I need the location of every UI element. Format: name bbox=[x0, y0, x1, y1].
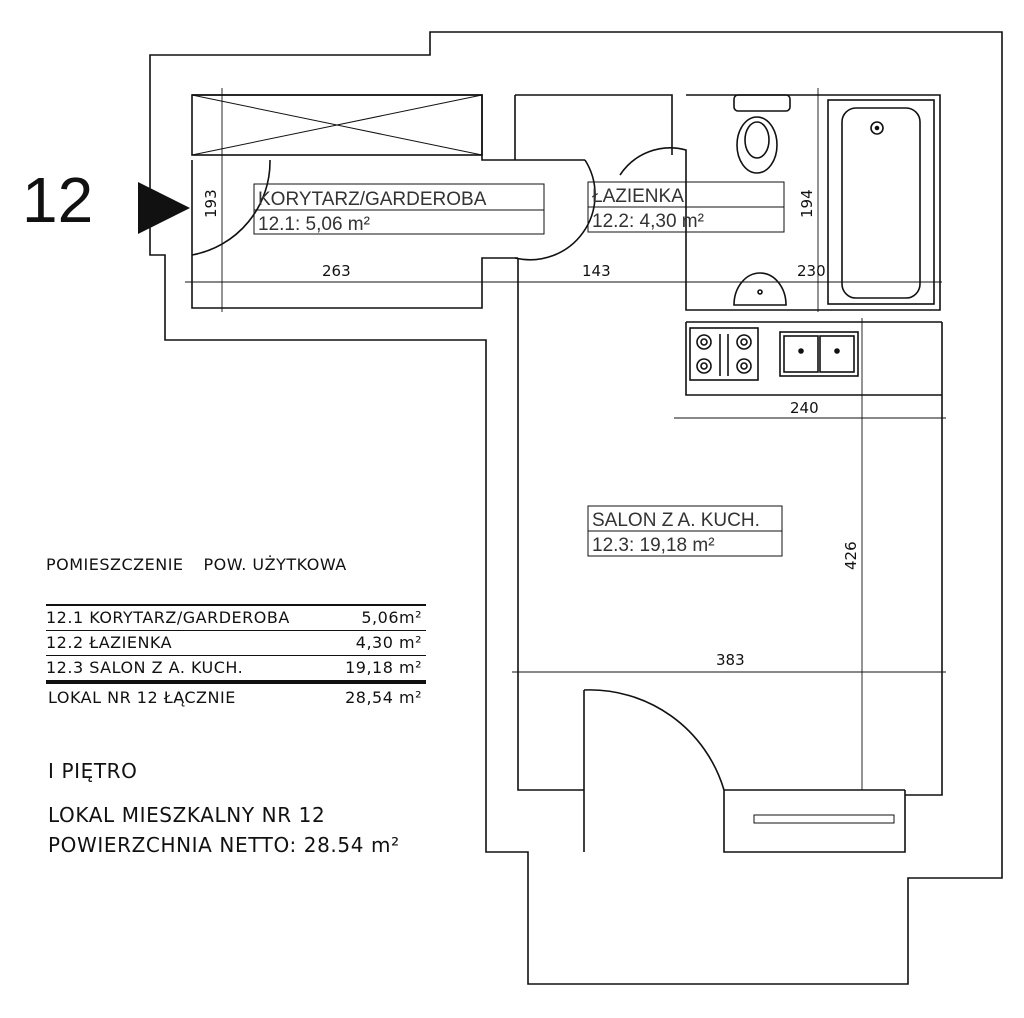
washbasin bbox=[733, 272, 787, 306]
dim-263: 263 bbox=[322, 262, 351, 280]
dim-426: 426 bbox=[842, 541, 860, 570]
net-area: POWIERZCHNIA NETTO: 28.54 m² bbox=[48, 833, 400, 857]
unit-title: LOKAL MIESZKALNY NR 12 bbox=[48, 803, 326, 827]
wardrobe-cross bbox=[191, 94, 483, 156]
salon-west-wall bbox=[517, 258, 584, 791]
dim-193: 193 bbox=[202, 189, 220, 218]
bathtub-drain bbox=[870, 121, 884, 135]
legend-header-area: POW. UŻYTKOWA bbox=[203, 555, 347, 574]
legend-total: LOKAL NR 12 ŁĄCZNIE 28,54 m² bbox=[48, 688, 422, 707]
floor-label: I PIĘTRO bbox=[48, 759, 138, 783]
dim-194: 194 bbox=[798, 189, 816, 218]
bathtub bbox=[827, 99, 935, 305]
unit-info: I PIĘTRO LOKAL MIESZKALNY NR 12 POWIERZC… bbox=[48, 756, 400, 860]
room-area-bathroom: 12.2: 4,30 m² bbox=[592, 211, 704, 232]
area-legend: POMIESZCZENIE POW. UŻYTKOWA 12.1 KORYTAR… bbox=[46, 555, 426, 707]
room-name-bathroom: ŁAZIENKA bbox=[592, 186, 684, 207]
corridor-wall bbox=[192, 94, 585, 161]
bathtub-inner bbox=[841, 107, 921, 299]
dim-143: 143 bbox=[582, 262, 611, 280]
bathroom-walls bbox=[514, 94, 941, 311]
dim-230: 230 bbox=[797, 262, 826, 280]
wardrobe bbox=[191, 94, 483, 156]
legend-row: 12.2 ŁAZIENKA 4,30 m² bbox=[46, 630, 426, 655]
salon-east-wall bbox=[905, 322, 943, 796]
room-name-corridor: KORYTARZ/GARDEROBA bbox=[258, 189, 487, 210]
balcony-door bbox=[583, 689, 906, 853]
room-area-corridor: 12.1: 5,06 m² bbox=[258, 214, 370, 235]
entrance-door bbox=[191, 159, 271, 256]
dim-240: 240 bbox=[790, 399, 819, 417]
corridor-door bbox=[514, 159, 596, 261]
room-area-salon: 12.3: 19,18 m² bbox=[592, 535, 715, 556]
entrance-arrow-icon bbox=[138, 182, 190, 234]
bathroom-door bbox=[619, 147, 687, 245]
outer-wall bbox=[149, 31, 1003, 985]
stove bbox=[689, 327, 759, 381]
kitchen-wall bbox=[685, 321, 942, 396]
kitchen-sink bbox=[779, 331, 859, 377]
dim-383: 383 bbox=[716, 651, 745, 669]
legend-row: 12.1 KORYTARZ/GARDEROBA 5,06m² bbox=[46, 608, 422, 627]
legend-header-room: POMIESZCZENIE bbox=[46, 555, 184, 574]
room-label-box-1 bbox=[253, 183, 545, 235]
toilet-tank bbox=[733, 94, 791, 112]
room-name-salon: SALON Z A. KUCH. bbox=[592, 510, 760, 531]
corridor-wall-lower bbox=[191, 255, 518, 309]
toilet-bowl bbox=[736, 116, 778, 174]
legend-row: 12.3 SALON Z A. KUCH. 19,18 m² bbox=[46, 655, 426, 680]
unit-number: 12 bbox=[22, 164, 94, 236]
balcony-sill bbox=[753, 814, 895, 824]
